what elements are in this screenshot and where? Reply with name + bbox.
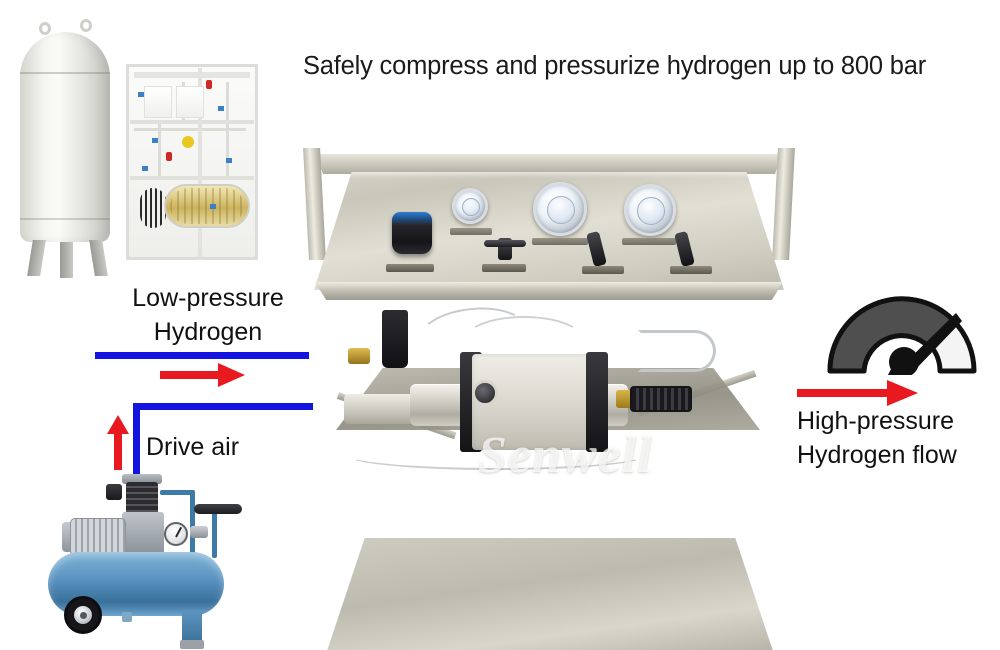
pressure-gauge-small [452,188,488,224]
cabinet-top-plate [134,72,250,78]
cabinet-module-right [176,86,204,118]
cabinet-blue-fitting [142,166,148,171]
tank-shell [20,32,110,242]
pressure-gauge-icon [827,296,977,375]
low-pressure-line-1: Low-pressure [132,284,284,312]
compressor-pressure-gauge [164,522,188,546]
cabinet-blue-fitting [138,92,144,97]
cabinet-pipe-horizontal [134,128,246,131]
compressor-wheel-axle [80,612,87,619]
stainless-tubing-right-loop [638,330,716,372]
gauge-nameplate-2 [532,238,588,245]
cabinet-pipe-vertical-right [226,82,229,178]
tank-leg-center [60,242,73,278]
brass-outlet-fitting [616,390,634,408]
page-title: Safely compress and pressurize hydrogen … [303,52,927,80]
cabinet-center-post [198,68,202,258]
compressor-cylinder [126,482,158,516]
cabinet-red-valve-mid [166,152,172,161]
tank-lifting-lug-right [80,19,92,32]
hydrogen-flow-line [95,352,309,359]
cabinet-blue-fitting [226,158,232,163]
cart-leg-front-right [760,290,775,650]
brass-inlet-fitting [348,348,370,364]
control-nameplate-1 [386,264,434,272]
compressor-motor [70,518,126,556]
electrolyzer-stack [164,184,250,228]
air-filter-regulator [382,310,408,368]
tank-weld-seam-bottom [20,218,110,220]
cabinet-blue-fitting [210,204,216,209]
needle-valve-handle-bar[interactable] [484,240,526,247]
low-pressure-hydrogen-label: Low-pressure Hydrogen [108,281,308,349]
control-nameplate-4 [670,266,712,274]
compressor-outlet-valve[interactable] [190,526,208,538]
drive-air-label: Drive air [146,433,240,461]
compressor-discharge-pipe [160,490,194,495]
compressor-cylinder-head [122,474,162,484]
blue-regulator-knob[interactable] [392,212,432,254]
tank-leg-left [27,240,46,276]
cabinet-yellow-valve [182,136,194,148]
cabinet-blue-fitting [218,106,224,111]
high-pressure-line-1: High-pressure [797,407,955,435]
booster-cycle-indicator [472,380,498,406]
high-pressure-hydrogen-label: High-pressure Hydrogen flow [797,404,957,472]
cart-leg-front-left [312,290,327,650]
cabinet-shelf-lower [130,176,254,180]
compressor-outlet-pipe [212,508,217,558]
cabinet-blue-fitting [152,138,158,143]
cart-back-rail [315,154,783,174]
tank-weld-seam-top [20,72,110,74]
compressor-air-filter [106,484,122,500]
cabinet-pipe-vertical-left [158,124,161,180]
compressor-downpipe [190,490,195,556]
tank-lifting-lug-left [39,22,51,35]
drive-air-flow-line-vertical [133,403,140,481]
stainless-tubing-loop [464,316,584,364]
cart-deck-edge [314,282,784,300]
electrolyzer-stack-ribs [170,188,244,224]
arrow-up-icon [107,415,129,470]
exhaust-muffler [630,386,692,412]
booster-gas-barrel-left [344,394,418,424]
compressor-support-foot [182,610,202,644]
air-compressor [34,460,264,649]
control-nameplate-3 [582,266,624,274]
booster-end-cap-right [586,352,608,452]
high-pressure-line-2: Hydrogen flow [797,441,957,469]
hydrogen-generator-cabinet [122,62,264,267]
compressor-carry-handle [194,504,242,514]
arrow-right-icon [797,380,918,406]
drive-air-flow-line-horizontal [133,403,313,410]
compressor-foot-pad [180,640,204,649]
gauge-nameplate-3 [622,238,676,245]
control-nameplate-2 [482,264,526,272]
cabinet-module-left [144,86,172,118]
pressure-gauge-outlet [624,184,676,236]
cabinet-red-valve-top [206,80,212,89]
arrow-right-icon [160,363,245,387]
tank-leg-right [89,240,108,276]
hydrogen-booster-cart: Senwell [286,140,822,650]
gauge-nameplate-1 [450,228,492,235]
pressure-gauge-inlet [533,182,587,236]
low-pressure-line-2: Hydrogen [153,318,263,346]
cart-bottom-shelf [324,538,776,650]
stainless-tubing-lower [346,440,646,470]
plate-heat-exchanger [140,188,166,228]
compressor-crankcase [122,512,164,558]
cabinet-shelf-upper [130,120,254,124]
compressor-drain-valve [122,612,132,622]
hydrogen-storage-tank [6,10,124,278]
